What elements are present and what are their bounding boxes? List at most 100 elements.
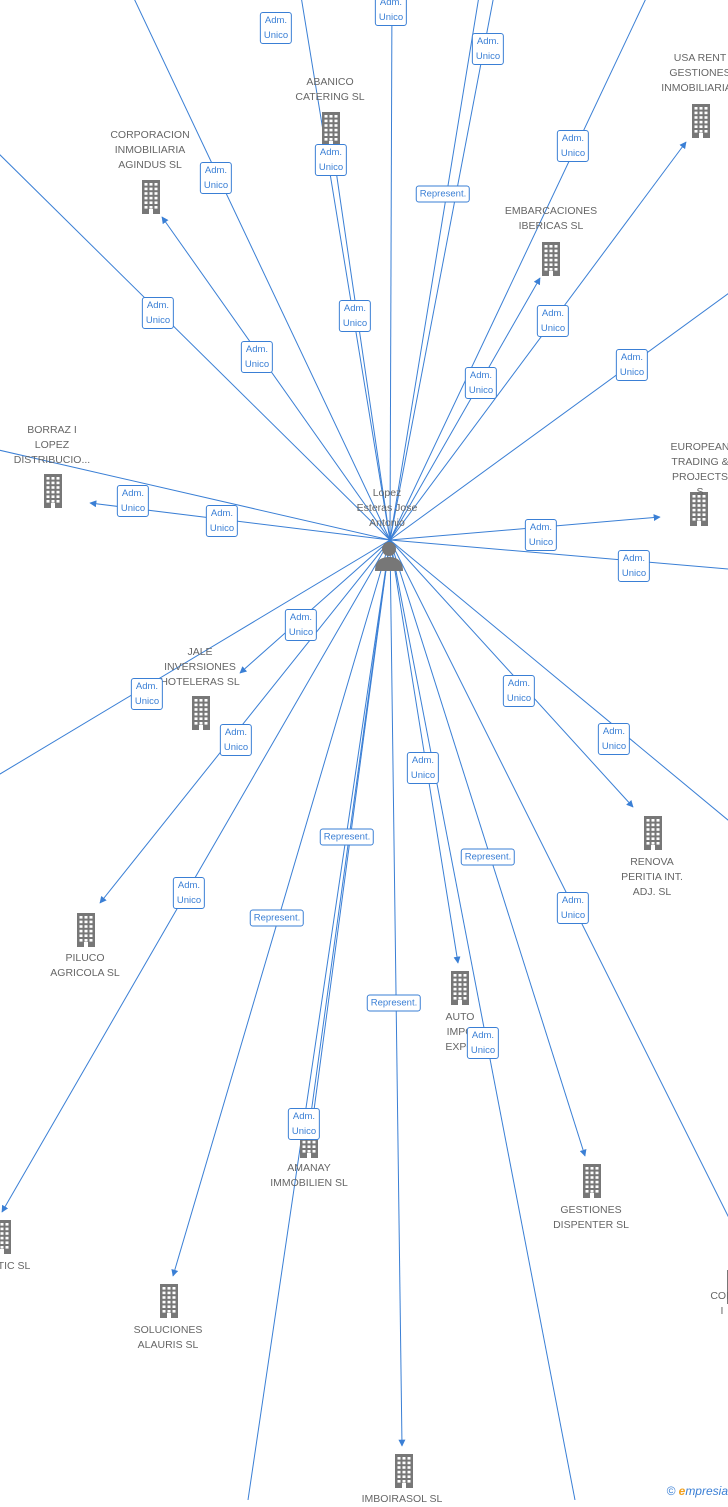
copyright-symbol: © xyxy=(666,1484,676,1498)
building-icon xyxy=(644,816,662,850)
role-badge[interactable]: Adm. Unico xyxy=(615,349,649,381)
building-icon xyxy=(692,104,710,138)
relationship-edge xyxy=(389,539,728,1218)
building-icon xyxy=(690,492,708,526)
company-label-gestiones[interactable]: GESTIONES DISPENTER SL xyxy=(553,1204,629,1231)
relationship-edge xyxy=(171,539,391,1277)
role-badge[interactable]: Adm. Unico xyxy=(287,1108,321,1140)
relationship-edge xyxy=(0,154,391,541)
role-badge[interactable]: Adm. Unico xyxy=(259,12,293,44)
building-icon xyxy=(160,1284,178,1318)
company-label-european[interactable]: EUROPEAN TRADING & PROJECTS S xyxy=(670,441,728,498)
company-label-soluciones[interactable]: SOLUCIONES ALAURIS SL xyxy=(133,1324,203,1351)
role-badge[interactable]: Adm. Unico xyxy=(284,609,318,641)
role-badge[interactable]: Represent. xyxy=(366,994,422,1012)
brand-logo: © empresia xyxy=(666,1484,728,1498)
role-badge[interactable]: Adm. Unico xyxy=(502,675,536,707)
role-badge[interactable]: Adm. Unico xyxy=(172,877,206,909)
role-badge[interactable]: Adm. Unico xyxy=(314,144,348,176)
company-node-embarcaciones[interactable] xyxy=(541,242,561,276)
relationship-edge xyxy=(389,539,461,964)
company-label-corporacion[interactable]: CORPORACION INMOBILIARIA AGINDUS SL xyxy=(110,129,190,171)
building-icon xyxy=(142,180,160,214)
company-node-gestiones[interactable] xyxy=(582,1164,602,1198)
relationship-edge xyxy=(389,293,728,541)
company-node-tic[interactable] xyxy=(0,1220,12,1254)
role-badge[interactable]: Represent. xyxy=(249,909,305,927)
building-icon xyxy=(542,242,560,276)
company-label-tic[interactable]: TIC SL xyxy=(0,1260,31,1272)
relationship-edge xyxy=(1,539,391,1213)
relationship-edge xyxy=(161,216,391,541)
company-node-renova[interactable] xyxy=(643,816,663,850)
company-node-abanico[interactable] xyxy=(321,112,341,146)
company-label-piluco[interactable]: PILUCO AGRICOLA SL xyxy=(50,952,120,979)
role-badge[interactable]: Adm. Unico xyxy=(597,723,631,755)
role-badge[interactable]: Adm. Unico xyxy=(406,752,440,784)
company-label-renova[interactable]: RENOVA PERITIA INT. ADJ. SL xyxy=(621,856,683,898)
role-badge[interactable]: Adm. Unico xyxy=(219,724,253,756)
relationship-edge xyxy=(389,539,587,1157)
building-icon xyxy=(451,971,469,1005)
brand-e: e xyxy=(678,1484,686,1498)
company-node-piluco[interactable] xyxy=(76,913,96,947)
company-label-borraz[interactable]: BORRAZ I LOPEZ DISTRIBUCIO... xyxy=(13,424,91,466)
center-person-label: Lopez Esteras Jose Antonio xyxy=(356,487,418,529)
relationship-edge xyxy=(99,539,391,904)
person-icon xyxy=(375,542,403,571)
relationship-edge xyxy=(389,539,576,1500)
role-badge[interactable]: Adm. Unico xyxy=(556,892,590,924)
role-badge[interactable]: Represent. xyxy=(415,185,471,203)
relationship-edge xyxy=(389,141,687,541)
role-badge[interactable]: Adm. Unico xyxy=(617,550,651,582)
relationship-edge xyxy=(134,0,391,541)
relationship-edge xyxy=(389,277,541,541)
relationship-edge xyxy=(389,0,494,541)
relationship-edge xyxy=(239,539,391,674)
role-badge[interactable]: Adm. Unico xyxy=(471,33,505,65)
building-icon xyxy=(0,1220,11,1254)
role-badge[interactable]: Adm. Unico xyxy=(536,305,570,337)
relationship-edge xyxy=(301,0,391,541)
building-icon xyxy=(192,696,210,730)
role-badge[interactable]: Adm. Unico xyxy=(556,130,590,162)
company-node-corporacion[interactable] xyxy=(141,180,161,214)
role-badge[interactable]: Adm. Unico xyxy=(466,1027,500,1059)
company-label-con[interactable]: CON I xyxy=(710,1290,728,1317)
role-badge[interactable]: Adm. Unico xyxy=(141,297,175,329)
company-node-soluciones[interactable] xyxy=(159,1284,179,1318)
building-icon xyxy=(77,913,95,947)
relationship-edge xyxy=(389,539,406,1447)
relationship-edge xyxy=(332,149,391,541)
company-node-borraz[interactable] xyxy=(43,474,63,508)
role-badge[interactable]: Adm. Unico xyxy=(524,519,558,551)
center-person[interactable] xyxy=(374,540,404,572)
company-label-usarent[interactable]: USA RENT GESTIONES INMOBILIARIAS xyxy=(661,52,728,94)
building-icon xyxy=(395,1454,413,1488)
role-badge[interactable]: Adm. Unico xyxy=(205,505,239,537)
company-label-amanay[interactable]: AMANAY IMMOBILIEN SL xyxy=(270,1162,348,1189)
role-badge[interactable]: Adm. Unico xyxy=(240,341,274,373)
company-node-imboirasol[interactable] xyxy=(394,1454,414,1488)
company-label-jale[interactable]: JALE INVERSIONES HOTELERAS SL xyxy=(160,646,240,688)
role-badge[interactable]: Adm. Unico xyxy=(464,367,498,399)
relationship-edge xyxy=(389,539,728,821)
company-label-abanico[interactable]: ABANICO CATERING SL xyxy=(295,76,365,103)
company-label-embarcaciones[interactable]: EMBARCACIONES IBERICAS SL xyxy=(504,205,598,232)
role-badge[interactable]: Adm. Unico xyxy=(338,300,372,332)
role-badge[interactable]: Represent. xyxy=(319,828,375,846)
role-badge[interactable]: Adm. Unico xyxy=(130,678,164,710)
brand-name: mpresia xyxy=(685,1484,728,1498)
relationship-edge xyxy=(389,0,393,541)
company-node-jale[interactable] xyxy=(191,696,211,730)
building-icon xyxy=(44,474,62,508)
role-badge[interactable]: Adm. Unico xyxy=(116,485,150,517)
role-badge[interactable]: Represent. xyxy=(460,848,516,866)
relationship-edge xyxy=(389,0,646,541)
company-node-auto[interactable] xyxy=(450,971,470,1005)
company-node-european[interactable] xyxy=(689,492,709,526)
role-badge[interactable]: Adm. Unico xyxy=(199,162,233,194)
role-badge[interactable]: Adm. Unico xyxy=(374,0,408,26)
company-node-usarent[interactable] xyxy=(691,104,711,138)
